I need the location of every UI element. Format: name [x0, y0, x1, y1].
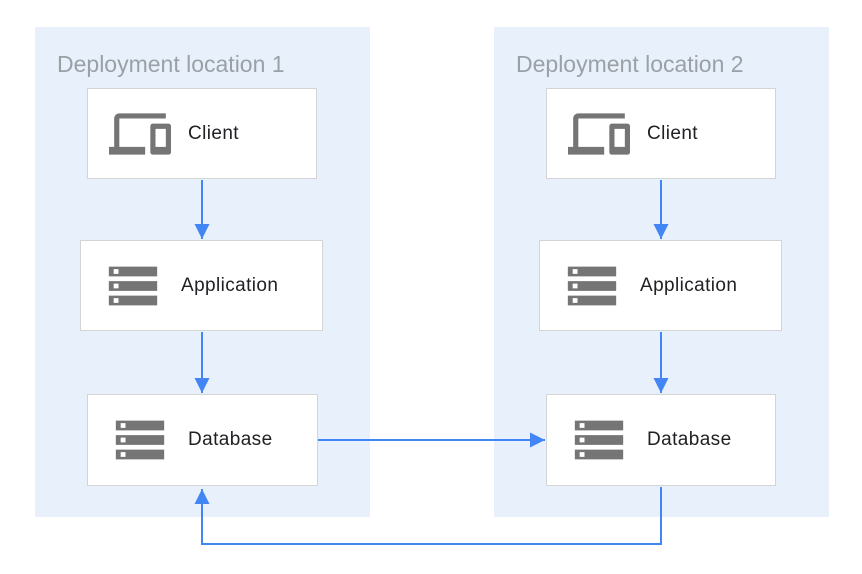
server-stack-icon: [102, 255, 164, 317]
node-database-2: Database: [546, 394, 776, 486]
node-label: Application: [640, 274, 738, 296]
zone-title-1: Deployment location 1: [57, 51, 285, 77]
node-label: Database: [647, 429, 732, 450]
node-client-1: Client: [87, 88, 317, 179]
zone-title-2: Deployment location 2: [516, 51, 744, 77]
devices-icon: [109, 103, 171, 165]
node-label: Client: [188, 122, 239, 144]
node-label: Application: [181, 274, 279, 296]
node-application-1: Application: [80, 240, 323, 331]
server-stack-icon: [109, 409, 171, 471]
node-application-2: Application: [539, 240, 782, 331]
node-database-1: Database: [87, 394, 318, 486]
server-stack-icon: [568, 409, 630, 471]
node-client-2: Client: [546, 88, 776, 179]
devices-icon: [568, 103, 630, 165]
node-label: Client: [647, 122, 698, 144]
node-label: Database: [188, 429, 273, 450]
server-stack-icon: [561, 255, 623, 317]
